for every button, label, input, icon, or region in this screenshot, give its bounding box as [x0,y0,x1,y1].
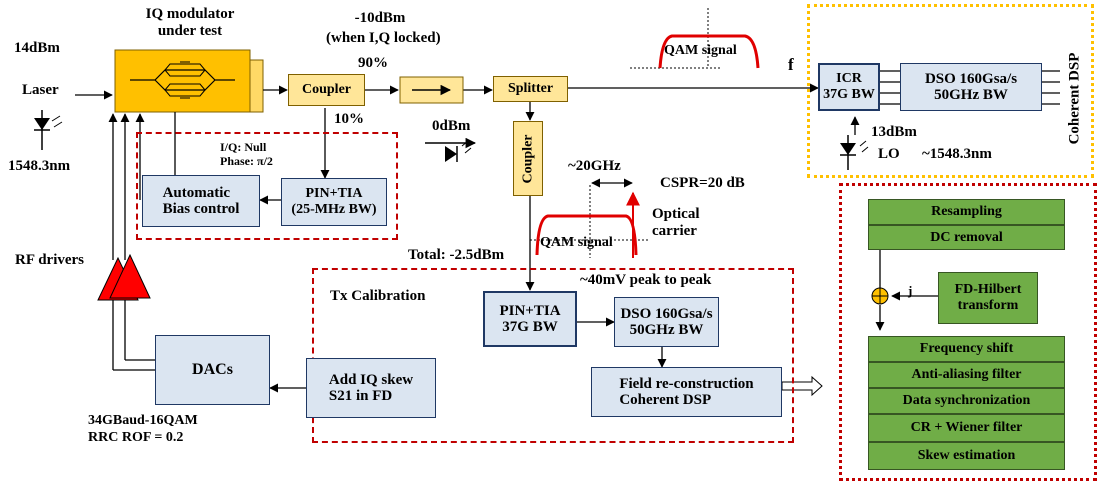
qam-bottom-label: QAM signal [540,235,613,250]
laser-power: 14dBm [14,40,60,56]
pct-90: 90% [358,55,388,71]
freq-label: f [788,55,794,74]
dsp-skew-estimation: Skew estimation [868,442,1065,470]
power-0dbm: 0dBm [432,118,471,134]
rf-driver-icon [97,253,151,301]
lo-wavelength: ~1548.3nm [922,146,992,162]
bias-control-region [136,132,398,240]
vpp-label: ~40mV peak to peak [580,272,712,288]
lo-label: LO [878,146,900,162]
coupler2-block: Coupler [513,121,543,196]
tx-calibration-region [312,268,794,443]
pd-0dbm-icon [425,137,477,162]
splitter-block: Splitter [493,76,568,102]
dsp-dc-removal: DC removal [868,225,1065,250]
qam-spectrum-bottom [530,178,650,258]
sum-node-icon [871,287,889,305]
dsp-region [839,183,1097,481]
power-minus10: -10dBm [354,10,406,26]
hollow-arrow-icon [781,375,823,397]
bw-20ghz: ~20GHz [568,158,621,174]
dsp-resampling: Resampling [868,199,1065,225]
qam-top-label: QAM signal [664,43,737,58]
qam-spectrum-top [630,8,760,69]
tx-calibration-label: Tx Calibration [330,288,426,304]
dsp-data-sync: Data synchronization [868,388,1065,414]
j-label: j [908,283,913,298]
lo-power: 13dBm [871,124,917,140]
cspr-label: CSPR=20 dB [660,175,745,191]
optical-path [75,70,1060,393]
dsp-anti-aliasing: Anti-aliasing filter [868,362,1065,388]
pct-10: 10% [334,111,364,127]
coherent-dsp-label: Coherent DSP [1066,52,1083,145]
coupler-block: Coupler [288,74,365,106]
laser-label: Laser [22,82,59,98]
lo-diode-icon [840,135,869,170]
dacs-block: DACs [155,335,270,405]
iq-modulator [114,49,264,113]
pin-tia-small-block: PIN+TIA(25-MHz BW) [281,178,387,226]
laser-wavelength: 1548.3nm [8,158,71,174]
total-power: Total: -2.5dBm [408,247,505,263]
laser-diode-icon [34,110,63,150]
locked-label: (when I,Q locked) [326,30,441,46]
dsp-cr-wiener: CR + Wiener filter [868,414,1065,442]
rf-drivers-label: RF drivers [15,252,85,268]
coherent-receiver-region [807,4,1094,178]
dsp-frequency-shift: Frequency shift [868,336,1065,362]
